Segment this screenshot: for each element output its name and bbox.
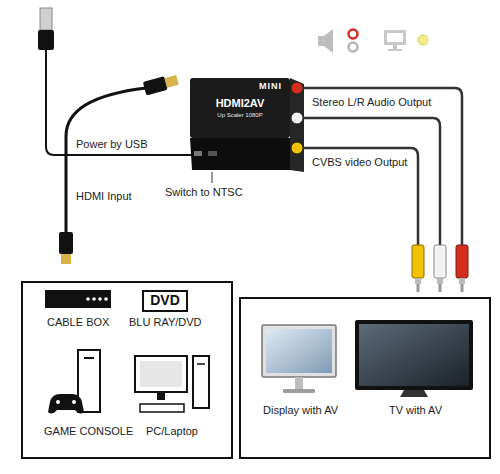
rca-red-icon: [349, 30, 358, 39]
plug-sleeve: [459, 278, 465, 284]
cable-box-icon: [45, 290, 111, 308]
plug-body: [456, 245, 468, 278]
rca-white-icon: [349, 43, 358, 52]
plug-yellow: [412, 245, 424, 292]
display-screen: [266, 329, 332, 373]
cable-box-led: [98, 297, 102, 301]
pc-keyboard: [140, 404, 184, 412]
jack-yellow: [291, 142, 303, 154]
box-text: HDMI2AV: [216, 97, 265, 110]
port-label: HDMI Input: [76, 190, 132, 203]
switch-leader: [212, 172, 213, 183]
plug-pin: [439, 284, 442, 292]
box-text: DVD: [150, 293, 180, 308]
plug-body: [434, 245, 446, 278]
device-caption: Display with AV: [263, 404, 338, 417]
cable-yellow: [303, 148, 418, 245]
port-label: Power by USB: [76, 138, 148, 151]
pc-tower-slot: [197, 363, 205, 365]
usb-plug-body: [38, 30, 54, 50]
hdmi-plug-top: [143, 73, 179, 95]
hdmi-plug-bottom: [59, 232, 73, 254]
dvd-logo-box: DVD: [142, 290, 188, 312]
device-caption: PC/Laptop: [146, 425, 198, 438]
tv-stand: [400, 390, 428, 397]
usb-plug-metal: [40, 8, 52, 30]
switch-label: Switch to NTSC: [165, 186, 243, 199]
plug-white: [434, 245, 446, 292]
pc-stand: [157, 392, 165, 400]
ntsc-switch: [208, 151, 217, 156]
video-dot-icon: [418, 35, 428, 45]
device-caption: CABLE BOX: [47, 316, 109, 329]
plug-sleeve: [437, 278, 443, 284]
pc-screen: [140, 361, 182, 387]
monitor-icon-inner: [387, 33, 403, 42]
gamepad-button: [72, 400, 76, 404]
plug-pin: [461, 284, 464, 292]
micro-usb-port: [194, 151, 202, 156]
pc-monitor: [135, 356, 187, 392]
console-slot: [84, 357, 94, 359]
speaker-body: [318, 36, 324, 46]
speaker-icon: [318, 29, 333, 53]
gamepad-button: [56, 400, 60, 404]
device-caption: GAME CONSOLE: [44, 425, 133, 438]
hdmi-plug-body: [143, 76, 168, 95]
monitor-icon-screen: [384, 30, 406, 45]
device-caption: TV with AV: [389, 404, 442, 417]
converter-front: [190, 138, 290, 170]
sources-panel: [22, 282, 232, 458]
tv-screen: [359, 324, 469, 386]
box-text: Up Scaler 1080P: [217, 112, 262, 119]
gamepad-icon: [48, 394, 84, 414]
hdmi-plug-bottom-tip: [61, 254, 71, 264]
plug-red: [456, 245, 468, 292]
cable-box-led: [86, 297, 90, 301]
display-base: [283, 389, 315, 393]
plug-pin: [417, 284, 420, 292]
cable-white: [303, 118, 440, 245]
hdmi-cable: [66, 88, 146, 232]
usb-cable: [46, 50, 196, 155]
tv-bezel: [355, 320, 473, 390]
jack-white: [291, 112, 303, 124]
output-label: Stereo L/R Audio Output: [312, 96, 431, 109]
displays-panel: [240, 298, 490, 458]
device-caption: BLU RAY/DVD: [129, 316, 202, 329]
monitor-icon-base: [388, 49, 402, 51]
hdmi-plug-tip: [165, 75, 179, 88]
monitor-icon: [384, 30, 406, 51]
output-label: CVBS video Output: [312, 156, 407, 169]
cable-box-led: [92, 297, 96, 301]
plug-sleeve: [415, 278, 421, 284]
pc-tower: [193, 356, 209, 408]
display-neck: [295, 377, 303, 389]
cable-red: [303, 88, 462, 245]
cable-box-led: [104, 297, 108, 301]
converter-box: MINI HDMI2AV Up Scaler 1080P: [190, 78, 290, 138]
plug-body: [412, 245, 424, 278]
jack-red: [291, 82, 303, 94]
speaker-cone: [324, 29, 333, 53]
display-bezel: [262, 325, 336, 377]
monitor-icon-neck: [393, 45, 397, 49]
converter-side: [290, 78, 304, 172]
box-text: MINI: [259, 81, 282, 91]
